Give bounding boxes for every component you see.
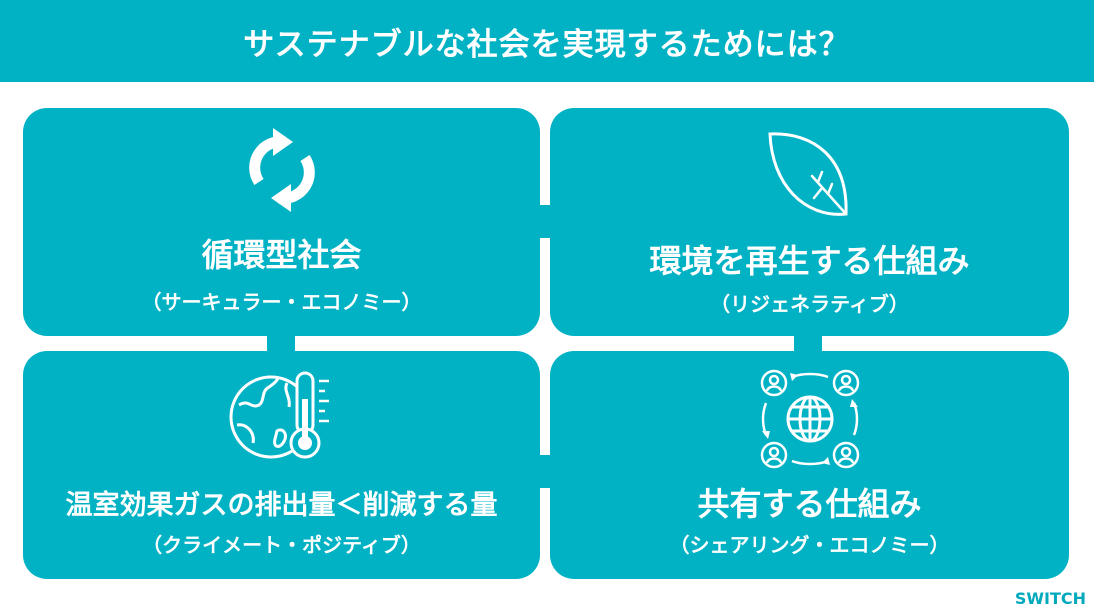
card-title: 環境を再生する仕組み	[649, 242, 970, 280]
card-title: 循環型社会	[201, 236, 362, 274]
page-title: サステナブルな社会を実現するためには？	[243, 26, 851, 63]
card-regenerative: 環境を再生する仕組み （リジェネラティブ）	[550, 108, 1069, 336]
global-sharing-people-icon	[760, 369, 859, 469]
card-subtitle: （サーキュラー・エコノミー）	[141, 290, 422, 314]
header-bar: サステナブルな社会を実現するためには？	[0, 0, 1094, 82]
card-subtitle: （リジェネラティブ）	[710, 292, 909, 316]
card-sharing-economy: 共有する仕組み （シェアリング・エコノミー）	[550, 351, 1069, 579]
card-title: 共有する仕組み	[697, 485, 922, 523]
earth-thermometer-icon	[229, 371, 329, 459]
logo-text: SWITCH	[1014, 589, 1086, 608]
card-subtitle: （シェアリング・エコノミー）	[669, 533, 950, 557]
card-title: 温室効果ガスの排出量＜削減する量	[65, 490, 498, 521]
recycle-arrows-icon	[248, 128, 315, 212]
leaf-icon	[767, 132, 848, 216]
switch-logo: SWITCH	[1014, 584, 1086, 608]
card-climate-positive: 温室効果ガスの排出量＜削減する量 （クライメート・ポジティブ）	[23, 351, 540, 579]
card-subtitle: （クライメート・ポジティブ）	[142, 533, 421, 557]
card-circular-economy: 循環型社会 （サーキュラー・エコノミー）	[23, 108, 540, 336]
